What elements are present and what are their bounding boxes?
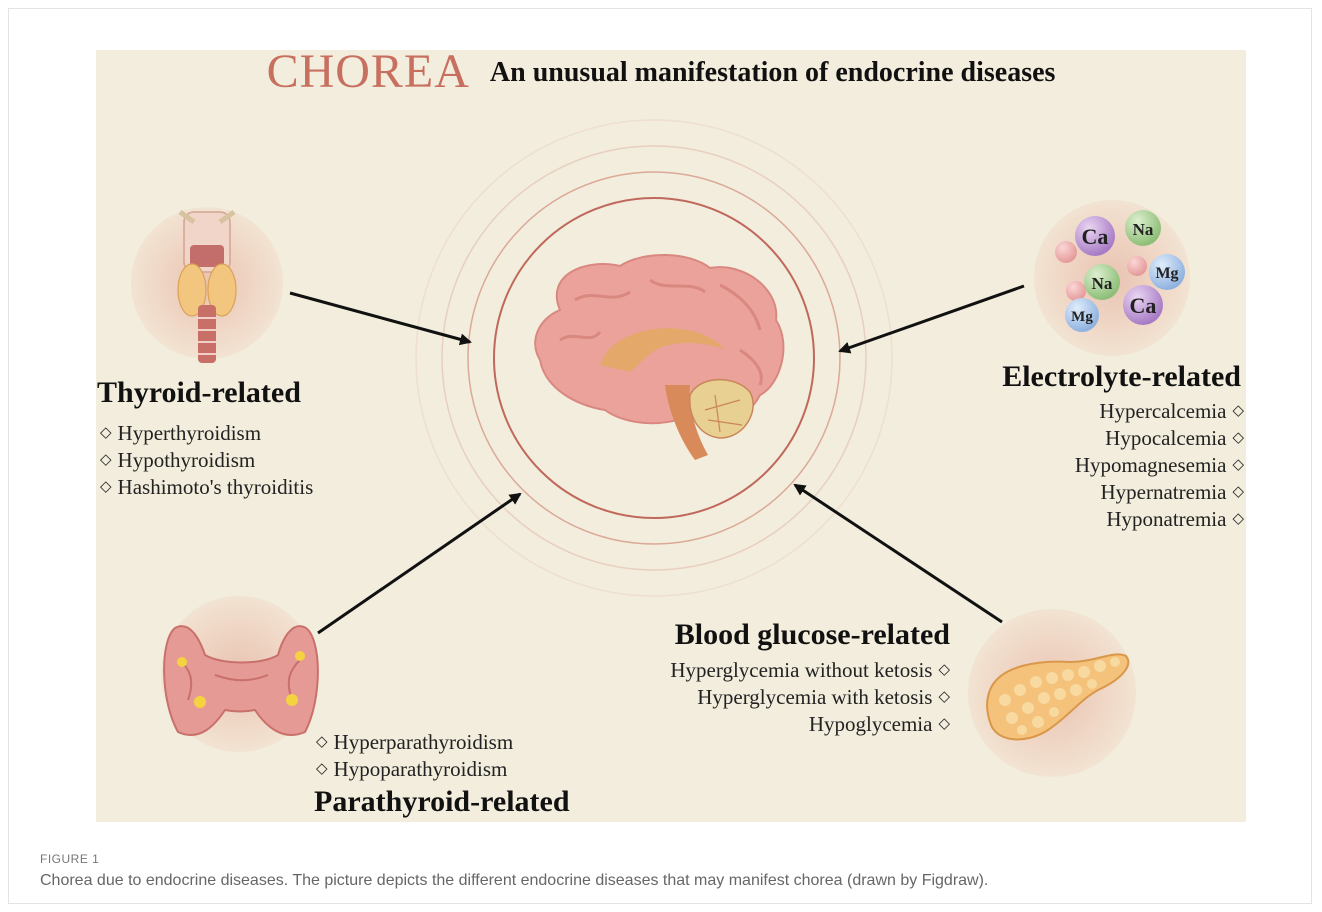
diamond-bullet-icon: ◇ [1232,452,1244,479]
thyroid-list: ◇Hyperthyroidism ◇Hypothyroidism ◇Hashim… [100,420,313,501]
diamond-bullet-icon: ◇ [1232,506,1244,533]
list-item: Hyponatremia◇ [1075,506,1244,533]
ion-ca-2-label: Ca [1130,293,1157,318]
electrolyte-list: Hypercalcemia◇ Hypocalcemia◇ Hypomagnese… [1075,398,1244,533]
list-item: ◇Hyperthyroidism [100,420,313,447]
ion-ca-1-label: Ca [1082,224,1109,249]
diamond-bullet-icon: ◇ [938,684,950,711]
diamond-bullet-icon: ◇ [1232,425,1244,452]
diamond-bullet-icon: ◇ [316,756,328,783]
brain-icon [535,255,783,460]
glucose-list: Hyperglycemia without ketosis◇ Hyperglyc… [670,657,950,738]
thyroid-heading: Thyroid-related [97,376,301,410]
ion-small-3 [1066,281,1086,301]
title-subtitle: An unusual manifestation of endocrine di… [490,57,1056,88]
list-item: ◇Hypoparathyroidism [316,756,513,783]
diamond-bullet-icon: ◇ [100,474,112,501]
ion-small-1 [1055,241,1077,263]
diamond-bullet-icon: ◇ [316,729,328,756]
list-item: Hypoglycemia◇ [670,711,950,738]
figure-caption-label: FIGURE 1 [40,852,99,866]
parathyroid-list: ◇Hyperparathyroidism ◇Hypoparathyroidism [316,729,513,783]
diamond-bullet-icon: ◇ [1232,398,1244,425]
list-item: Hyperglycemia without ketosis◇ [670,657,950,684]
ion-mg-2-label: Mg [1071,309,1093,325]
ion-na-1-label: Na [1133,220,1154,239]
figure-title: CHOREA An unusual manifestation of endocr… [0,44,1322,99]
list-item: Hypercalcemia◇ [1075,398,1244,425]
figure-caption-text: Chorea due to endocrine diseases. The pi… [40,872,988,890]
list-item: Hypernatremia◇ [1075,479,1244,506]
diamond-bullet-icon: ◇ [938,711,950,738]
arrow-electrolyte [840,286,1024,351]
title-chorea: CHOREA [267,45,470,98]
ion-mg-1-label: Mg [1155,265,1178,282]
parathyroid-heading: Parathyroid-related [314,785,570,819]
list-item: ◇Hypothyroidism [100,447,313,474]
arrow-glucose [795,485,1002,622]
diamond-bullet-icon: ◇ [1232,479,1244,506]
glucose-heading: Blood glucose-related [675,618,950,652]
list-item: Hyperglycemia with ketosis◇ [670,684,950,711]
list-item: Hypomagnesemia◇ [1075,452,1244,479]
list-item: ◇Hyperparathyroidism [316,729,513,756]
arrow-parathyroid [318,494,520,633]
ion-small-2 [1127,256,1147,276]
diamond-bullet-icon: ◇ [100,420,112,447]
ion-na-2-label: Na [1092,274,1113,293]
diamond-bullet-icon: ◇ [100,447,112,474]
diamond-bullet-icon: ◇ [938,657,950,684]
electrolyte-heading: Electrolyte-related [1002,360,1241,394]
list-item: ◇Hashimoto's thyroiditis [100,474,313,501]
list-item: Hypocalcemia◇ [1075,425,1244,452]
arrow-thyroid [290,293,470,342]
